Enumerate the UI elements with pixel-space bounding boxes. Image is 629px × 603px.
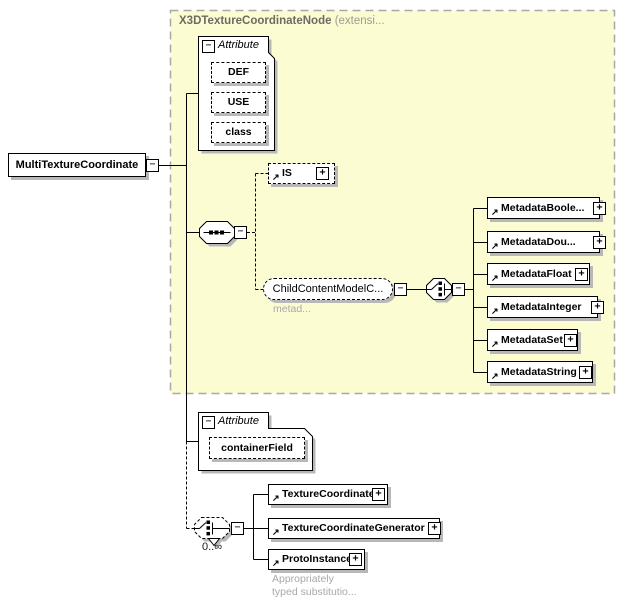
expand-icon[interactable]: + (316, 167, 329, 180)
element-protoinstance[interactable]: ↗ ProtoInstance + (268, 549, 365, 570)
reference-arrow-icon: ↗ (491, 241, 499, 251)
expand-icon[interactable]: + (593, 236, 606, 249)
expand-icon[interactable]: + (575, 268, 588, 281)
substitution-note: Appropriately typed substitutio... (272, 573, 357, 599)
attribute-section-label: Attribute (218, 415, 259, 427)
reference-arrow-icon: ↗ (272, 527, 280, 537)
reference-arrow-icon: ↗ (491, 273, 499, 283)
reference-arrow-icon: ↗ (272, 172, 280, 182)
collapse-icon[interactable]: − (202, 416, 215, 429)
attribute-containerfield[interactable]: containerField (209, 437, 305, 459)
collapse-icon[interactable]: − (452, 283, 465, 296)
element-metadatainteger[interactable]: ↗ MetadataInteger + (487, 296, 604, 318)
reference-arrow-icon: ↗ (491, 306, 499, 316)
reference-arrow-icon: ↗ (272, 558, 280, 568)
expand-icon[interactable]: + (579, 366, 592, 379)
element-is[interactable]: ↗ IS + (268, 163, 335, 184)
reference-arrow-icon: ↗ (272, 493, 280, 503)
collapse-icon[interactable]: − (394, 283, 407, 296)
element-metadataboolean[interactable]: ↗ MetadataBoole... + (487, 197, 606, 219)
occurrence-label: 0..∞ (202, 541, 223, 553)
reference-arrow-icon: ↗ (491, 339, 499, 349)
group-title: X3DTextureCoordinateNode (extensi... (179, 15, 385, 27)
choice-indicator-children-icon (194, 517, 230, 547)
group-title-name: X3DTextureCoordinateNode (179, 15, 332, 27)
expand-icon[interactable]: + (372, 488, 385, 501)
solid-connectors (157, 93, 487, 560)
attribute-section-label: Attribute (218, 39, 259, 51)
element-metadatastring[interactable]: ↗ MetadataString + (487, 361, 593, 383)
reference-arrow-icon: ↗ (491, 207, 499, 217)
collapse-icon[interactable]: − (146, 159, 159, 172)
expand-icon[interactable]: + (593, 202, 606, 215)
choice-indicator-metadata-icon (426, 278, 452, 300)
dashed-connectors (186, 173, 268, 529)
element-multitexturecoordinate[interactable]: MultiTextureCoordinate (8, 153, 146, 177)
element-texturecoordinate[interactable]: ↗ TextureCoordinate + (268, 484, 388, 505)
collapse-icon[interactable]: − (202, 40, 215, 53)
attribute-class[interactable]: class (211, 122, 266, 143)
expand-icon[interactable]: + (591, 301, 604, 314)
attribute-use[interactable]: USE (211, 92, 266, 113)
group-ref-childcontentmodel[interactable]: ChildContentModelC... (263, 278, 393, 300)
sequence-indicator-icon (199, 221, 235, 244)
expand-icon[interactable]: + (564, 334, 577, 347)
group-title-suffix: (extensi... (331, 15, 385, 27)
collapse-icon[interactable]: − (231, 522, 244, 535)
expand-icon[interactable]: + (428, 522, 441, 535)
substitution-note-line2: typed substitutio... (272, 586, 357, 598)
element-metadatafloat[interactable]: ↗ MetadataFloat + (487, 263, 590, 285)
childcontent-annotation: metad... (273, 303, 311, 315)
element-metadatadouble[interactable]: ↗ MetadataDou... + (487, 231, 606, 253)
expand-icon[interactable]: + (349, 553, 362, 566)
element-metadataset[interactable]: ↗ MetadataSet + (487, 329, 578, 351)
collapse-icon[interactable]: − (234, 226, 247, 239)
substitution-note-line1: Appropriately (272, 573, 334, 585)
attribute-def[interactable]: DEF (211, 62, 266, 83)
reference-arrow-icon: ↗ (491, 371, 499, 381)
repeat-marker (207, 538, 221, 547)
element-texturecoordinategenerator[interactable]: ↗ TextureCoordinateGenerator + (268, 518, 441, 539)
